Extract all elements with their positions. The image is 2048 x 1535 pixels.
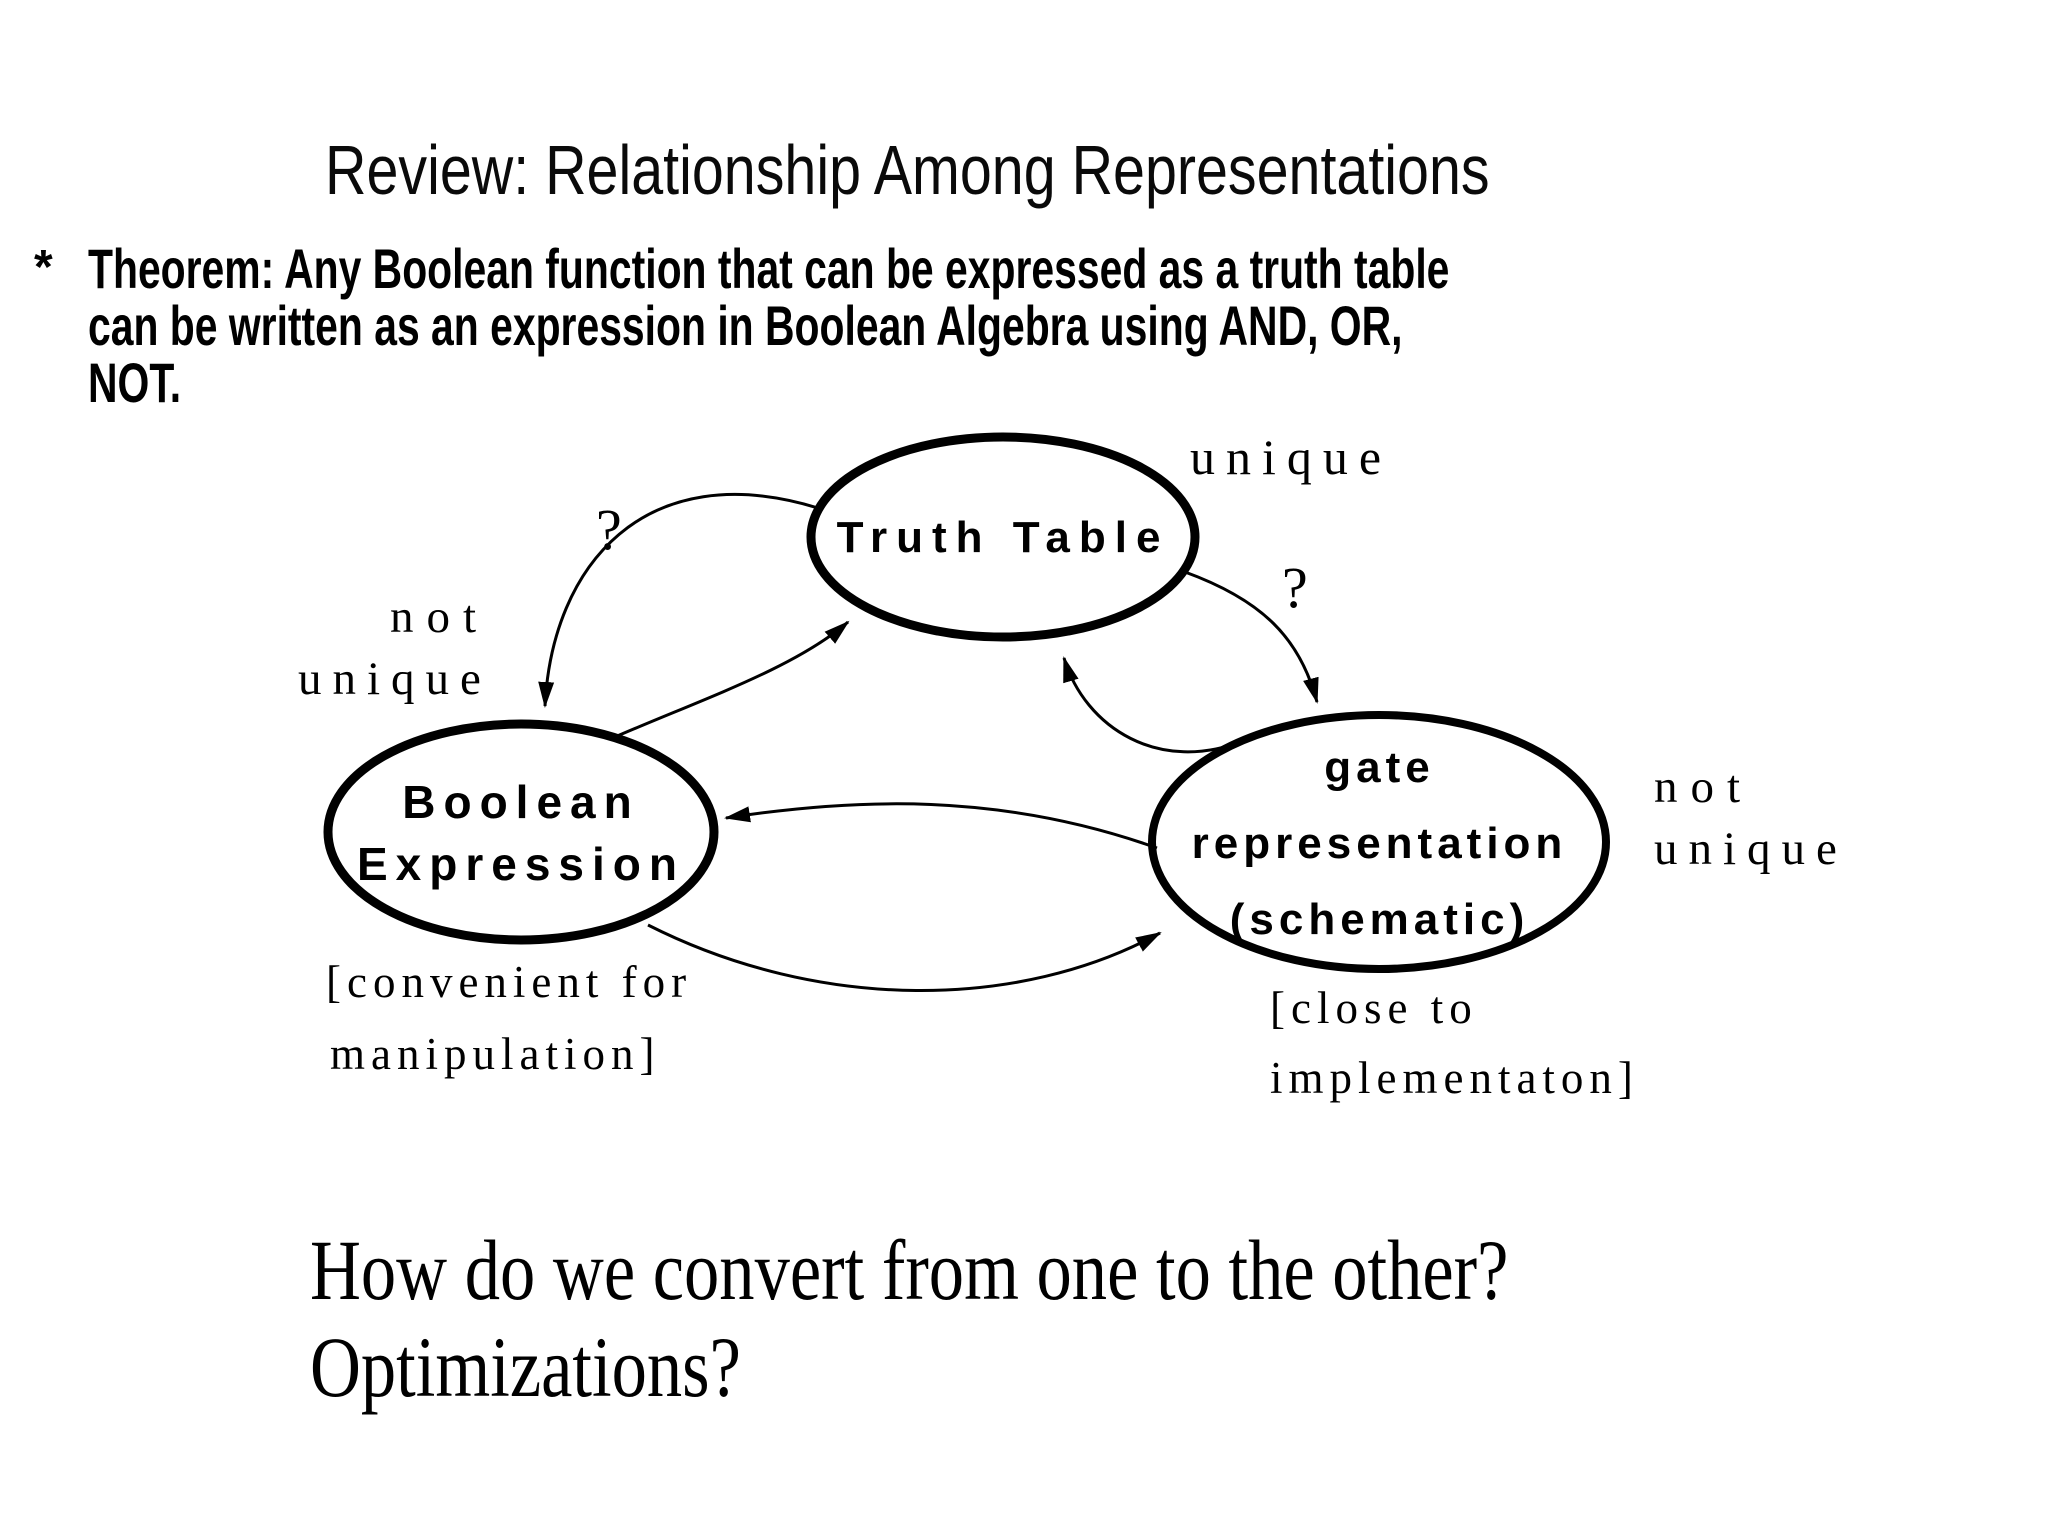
arrow-truthtable-to-boolean: [538, 492, 819, 708]
node-truth-table-label: Truth Table: [836, 513, 1170, 562]
label-unique-top: unique: [1190, 429, 1393, 485]
bottom-question-line-2: Optimizations?: [310, 1319, 741, 1415]
page-title: Review: Relationship Among Representatio…: [325, 131, 1490, 209]
label-question-left: ?: [596, 497, 622, 562]
label-question-right: ?: [1282, 555, 1308, 620]
label-not-unique-left-line-1: not: [390, 591, 490, 643]
arrow-gate-to-boolean: [724, 802, 1158, 850]
node-boolean-expression-label-line-1: Boolean: [402, 776, 640, 828]
node-boolean-expression-label-line-2: Expression: [357, 838, 685, 890]
theorem-line-1: Theorem: Any Boolean function that can b…: [88, 237, 1450, 300]
label-convenient-line-2: manipulation]: [330, 1029, 661, 1079]
node-gate-label-line-2: representation: [1191, 819, 1568, 868]
node-gate-label-line-1: gate: [1324, 743, 1435, 792]
theorem-line-3: NOT.: [88, 351, 182, 414]
theorem-text: Theorem: Any Boolean function that can b…: [88, 240, 1449, 411]
label-close-line-1: [close to: [1270, 983, 1478, 1033]
label-not-unique-right-line-1: not: [1654, 761, 1754, 813]
node-gate-representation: gate representation (schematic): [1157, 726, 1602, 962]
label-close-line-2: implementaton]: [1270, 1053, 1639, 1103]
node-boolean-expression: Boolean Expression: [331, 738, 711, 928]
arrow-boolean-to-gate: [647, 923, 1162, 992]
bullet-marker: *: [34, 241, 53, 294]
boolean-expression-ellipse: [323, 719, 719, 945]
arrow-gate-to-truthtable: [1062, 656, 1246, 754]
arrow-boolean-to-truthtable: [614, 620, 850, 739]
node-gate-label-line-3: (schematic): [1229, 895, 1530, 944]
arrow-truthtable-to-gate: [1184, 570, 1319, 704]
bottom-question-line-1: How do we convert from one to the other?: [310, 1222, 1509, 1318]
node-truth-table: Truth Table: [813, 492, 1193, 584]
label-not-unique-right-line-2: unique: [1654, 823, 1848, 875]
gate-representation-ellipse: [1148, 711, 1610, 973]
theorem-line-2: can be written as an expression in Boole…: [88, 294, 1403, 357]
label-not-unique-left-line-2: unique: [298, 653, 492, 705]
bottom-question-text: How do we convert from one to the other?…: [310, 1222, 1508, 1416]
truth-table-ellipse: [806, 432, 1200, 642]
label-convenient-line-1: [convenient for: [326, 957, 693, 1007]
